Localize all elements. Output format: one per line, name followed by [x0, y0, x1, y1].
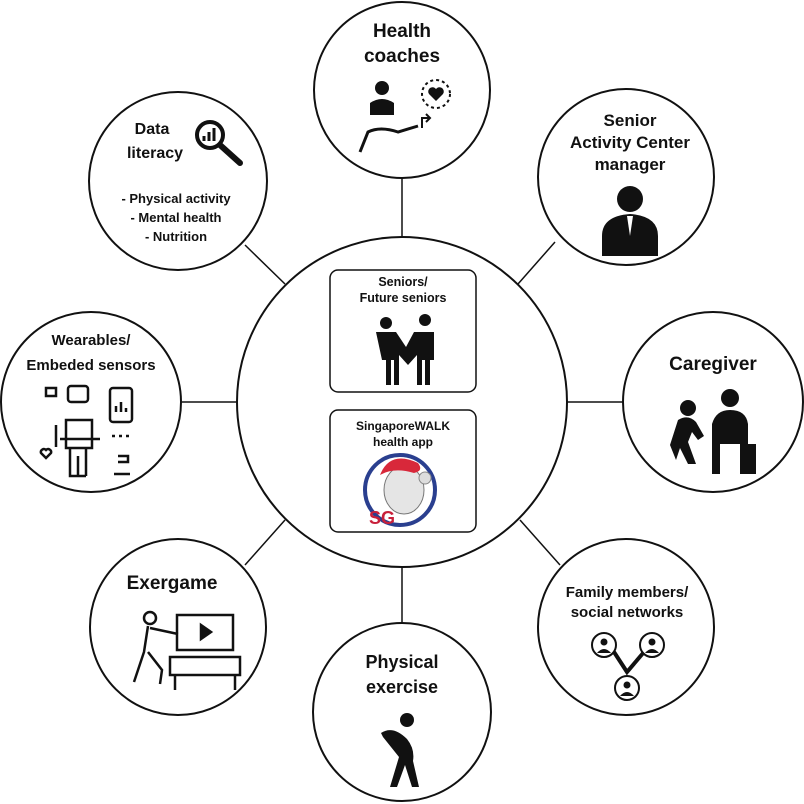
- wearables-circle: [0, 311, 182, 493]
- family-line2: social networks: [571, 604, 684, 621]
- exercise-line2: exercise: [366, 677, 438, 697]
- sac-manager-circle: [537, 88, 715, 266]
- seniors-box: [329, 269, 477, 393]
- data-literacy-item-3: - Nutrition: [145, 229, 207, 244]
- data-literacy-item-1: - Physical activity: [121, 191, 231, 206]
- seniors-line1: Seniors/: [378, 275, 428, 289]
- health-coaches-circle: [313, 1, 491, 179]
- family-circle: [537, 538, 715, 716]
- caregiver-label: Caregiver: [669, 354, 757, 375]
- sac-line3: manager: [595, 155, 666, 174]
- data-literacy-line2: literacy: [127, 145, 183, 162]
- coach-heart-icon: [358, 79, 451, 153]
- magnifier-chart-icon: [195, 120, 243, 166]
- app-line1: SingaporeWALK: [356, 419, 450, 433]
- exergame-icon: [132, 610, 242, 690]
- logo-text: SG: [369, 508, 395, 528]
- connector-sac-manager: [517, 241, 556, 285]
- sac-line1: Senior: [604, 111, 657, 130]
- network-icon: [591, 632, 665, 701]
- health-coaches-line2: coaches: [364, 46, 440, 67]
- caregiver-circle: [622, 311, 804, 493]
- mascot-logo: SG: [363, 453, 437, 528]
- handshake-people-icon: [376, 314, 434, 385]
- caregiver-icon: [670, 389, 756, 474]
- health-coaches-line1: Health: [373, 21, 431, 42]
- seniors-line2: Future seniors: [360, 291, 447, 305]
- app-line2: health app: [373, 435, 433, 449]
- connector-data-literacy: [244, 244, 286, 285]
- data-literacy-line1: Data: [135, 121, 170, 138]
- center-circle: [236, 236, 568, 568]
- connector-family: [519, 519, 561, 566]
- exergame-label: Exergame: [127, 573, 218, 594]
- wearables-line2: Embeded sensors: [26, 357, 155, 374]
- connector-exergame: [244, 519, 286, 566]
- sac-line2: Activity Center: [570, 133, 690, 152]
- stretching-icon: [381, 713, 419, 787]
- data-literacy-item-2: - Mental health: [130, 210, 221, 225]
- wearable-sensor-icon: [39, 384, 134, 478]
- exercise-line1: Physical: [365, 652, 438, 672]
- physical-exercise-circle: [312, 622, 492, 802]
- family-line1: Family members/: [566, 584, 689, 601]
- connectors: [182, 178, 623, 623]
- manager-icon: [602, 186, 658, 256]
- wearables-line1: Wearables/: [52, 332, 132, 349]
